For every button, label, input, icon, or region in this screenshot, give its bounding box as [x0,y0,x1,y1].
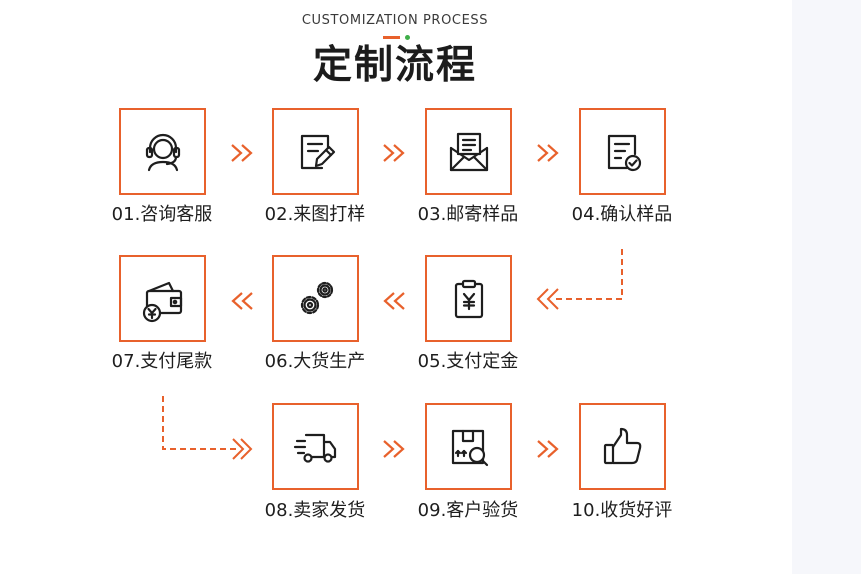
box-inspect-icon [451,429,488,466]
step-04-label: 04.确认样品 [571,204,673,225]
wallet-yen-icon [142,281,182,322]
thumbs-up-icon [603,427,641,464]
step-02-label: 02.来图打样 [264,204,366,225]
page-title: 定制流程 [312,43,477,88]
step-07-label: 07.支付尾款 [111,351,213,372]
step-05-label: 05.支付定金 [417,351,519,372]
right-side-strip [792,0,861,574]
document-check-icon [607,134,641,171]
step-03-box [425,108,512,195]
chevron-right-icon [383,144,405,162]
step-01-box [119,108,206,195]
section-subtitle: CUSTOMIZATION PROCESS [301,13,489,28]
chevron-right-icon [537,144,559,162]
chevron-right-icon [231,144,253,162]
step-05-box [425,255,512,342]
customer-service-headset-icon [145,133,180,171]
accent-dot [405,35,410,40]
connector-arrow-07-08 [162,396,253,460]
chevron-left-icon [383,292,405,310]
gears-icon [300,281,333,314]
clipboard-yen-icon [454,279,483,318]
step-08-label: 08.卖家发货 [264,500,366,521]
delivery-truck-icon [293,433,336,463]
step-09-box [425,403,512,490]
step-10-label: 10.收货好评 [571,500,673,521]
connector-arrow-04-05 [536,249,623,310]
step-08-box [272,403,359,490]
accent-bar [383,36,400,39]
title-decoration [383,34,413,40]
chevron-left-icon [231,292,253,310]
step-02-box [272,108,359,195]
step-06-box [272,255,359,342]
document-edit-icon [300,134,335,169]
step-10-box [579,403,666,490]
step-09-label: 09.客户验货 [417,500,519,521]
mail-envelope-icon [449,132,488,171]
step-03-label: 03.邮寄样品 [417,204,519,225]
chevron-right-icon [537,440,559,458]
step-06-label: 06.大货生产 [264,351,366,372]
chevron-right-icon [383,440,405,458]
step-04-box [579,108,666,195]
step-07-box [119,255,206,342]
step-01-label: 01.咨询客服 [111,204,213,225]
